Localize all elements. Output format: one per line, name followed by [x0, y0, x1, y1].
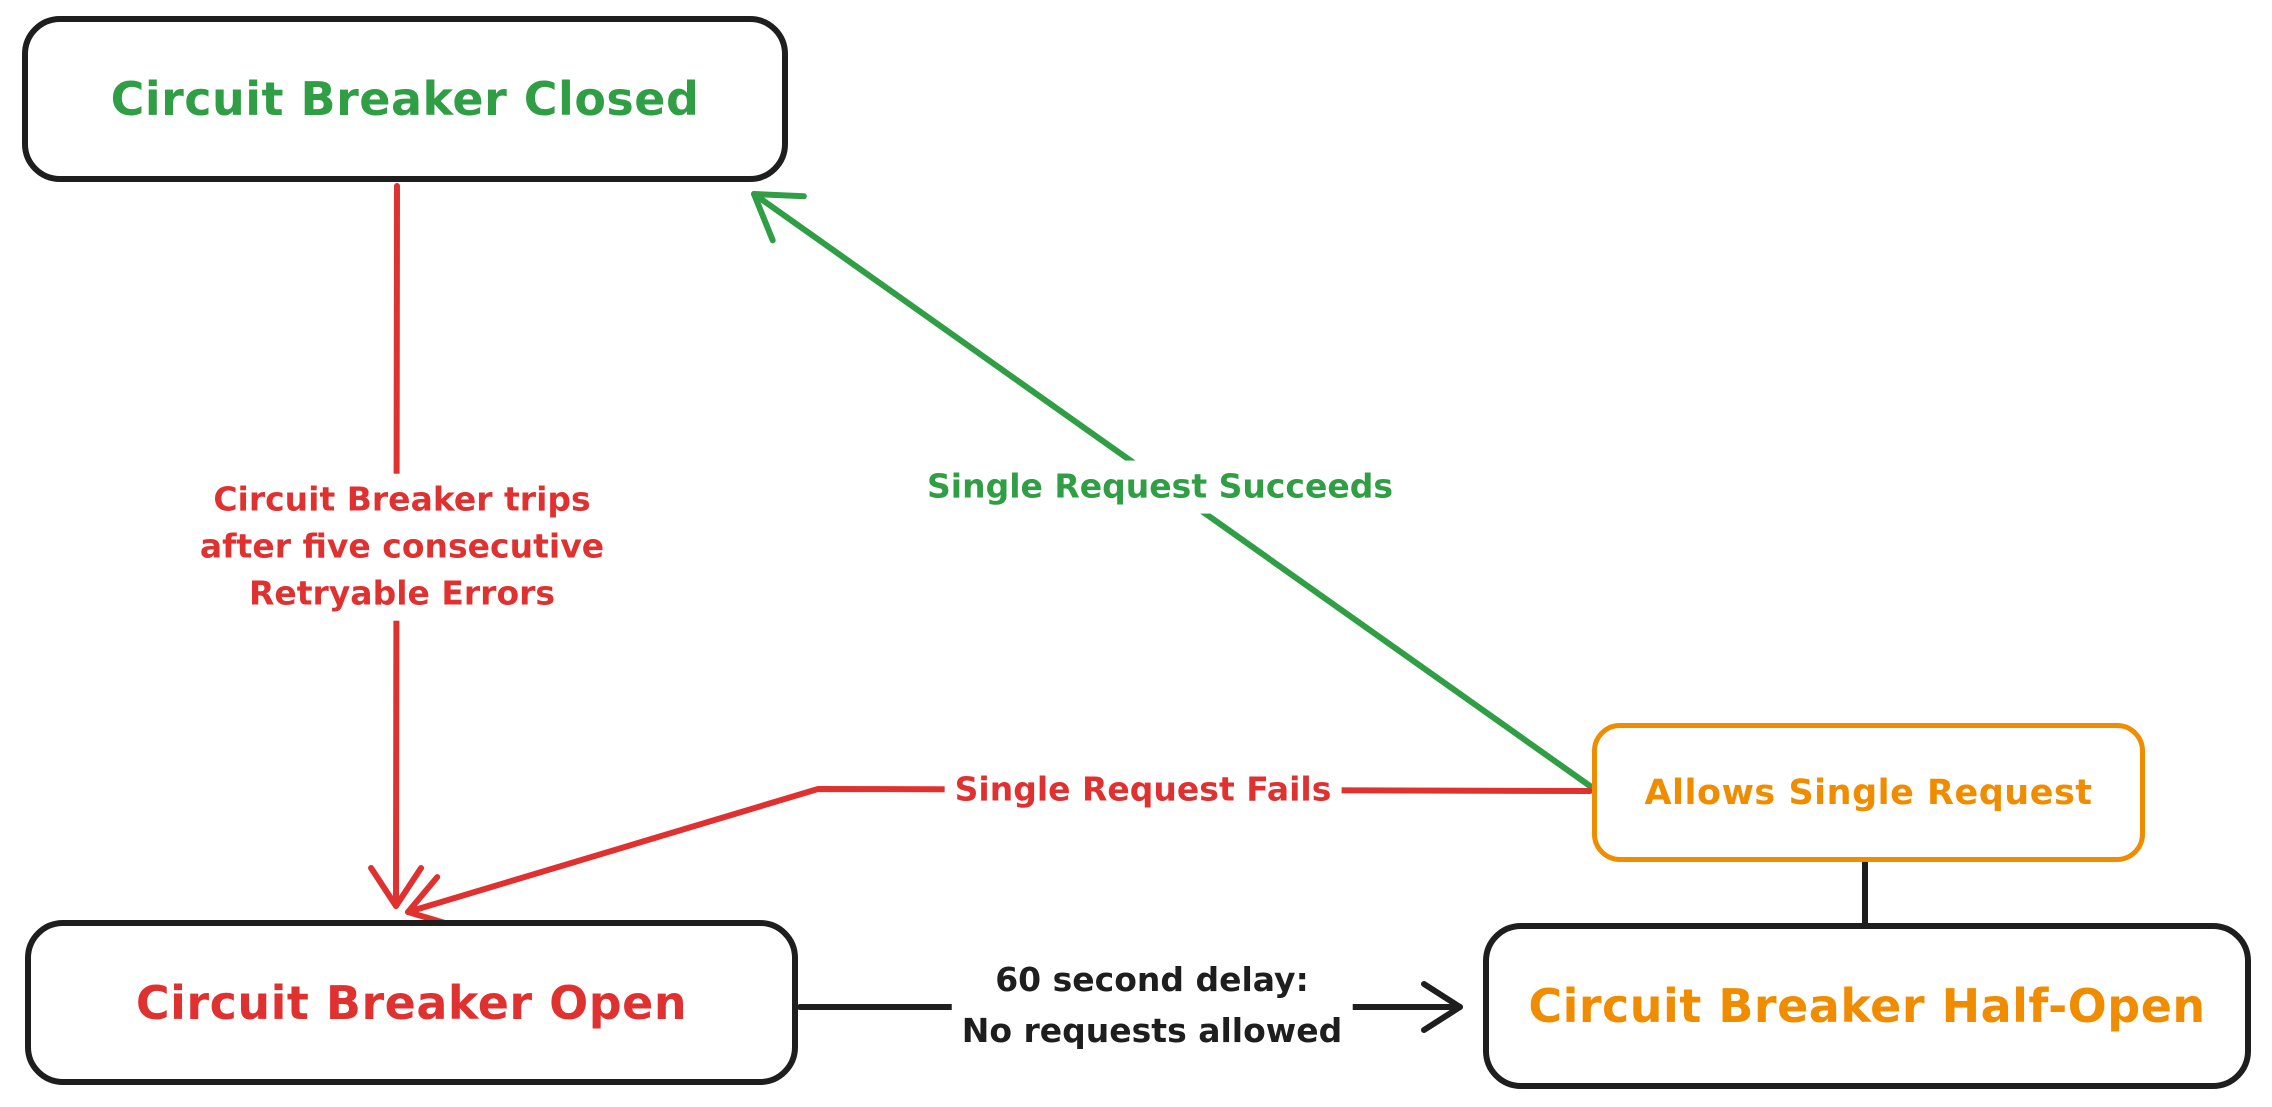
edge-label-trips-line3: Retryable Errors — [248, 573, 556, 613]
edge-label-trips-line1: Circuit Breaker trips — [213, 479, 591, 519]
edge-label-fails-text: Single Request Fails — [954, 769, 1332, 809]
edge-label-delay-line1: 60 second delay: — [995, 959, 1309, 999]
edge-label-single-request-fails: Single Request Fails — [944, 763, 1342, 817]
state-allows-single-request-label: Allows Single Request — [1644, 772, 2093, 813]
state-circuit-breaker-half-open: Circuit Breaker Half-Open — [1483, 923, 2251, 1089]
edge-label-60-second-delay: 60 second delay: No requests allowed — [951, 950, 1353, 1060]
state-circuit-breaker-closed-label: Circuit Breaker Closed — [110, 72, 700, 126]
edge-label-succeeds-text: Single Request Succeeds — [927, 466, 1393, 506]
edge-label-delay-line2: No requests allowed — [961, 1011, 1343, 1050]
state-circuit-breaker-closed: Circuit Breaker Closed — [22, 16, 788, 182]
edge-label-circuit-breaker-trips: Circuit Breaker trips after five consecu… — [189, 473, 615, 621]
edge-label-single-request-succeeds: Single Request Succeeds — [917, 460, 1403, 514]
state-circuit-breaker-half-open-label: Circuit Breaker Half-Open — [1528, 979, 2206, 1033]
state-allows-single-request: Allows Single Request — [1592, 723, 2145, 862]
state-circuit-breaker-open: Circuit Breaker Open — [25, 920, 798, 1085]
edge-label-trips-line2: after five consecutive — [199, 526, 605, 566]
state-circuit-breaker-open-label: Circuit Breaker Open — [135, 975, 688, 1030]
